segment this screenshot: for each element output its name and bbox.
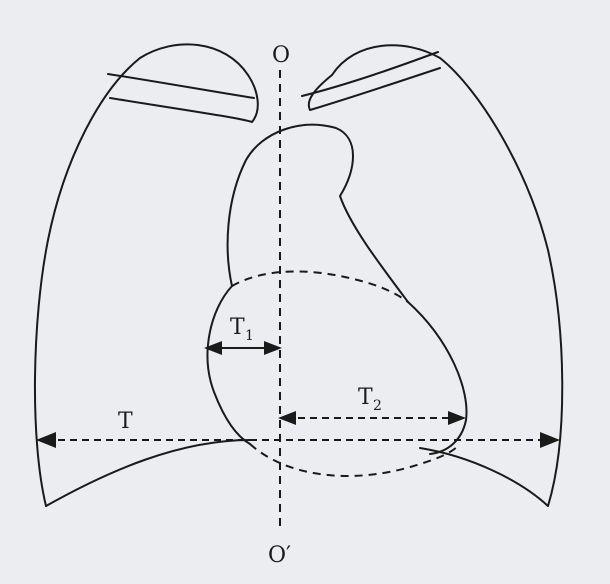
right-heart-width-label: T <box>230 315 245 340</box>
aortic-outline <box>226 123 409 303</box>
left-clavicle-line <box>107 73 255 99</box>
right-lung-base <box>419 447 549 507</box>
left-lung-outline <box>33 43 249 507</box>
bottom-axis-label: O′ <box>268 543 291 568</box>
left-heart-width-label: T <box>358 385 373 410</box>
heart-left-border <box>407 301 468 455</box>
left-lung-base <box>45 439 251 507</box>
thorax-width-label: T <box>118 409 133 434</box>
left-apex-clavicle <box>109 74 259 123</box>
thorax-width-left-arrow <box>36 432 56 448</box>
right-clavicle-line <box>301 51 439 97</box>
heart-right-border <box>206 285 251 445</box>
left-heart-width-right-arrow <box>448 411 466 425</box>
right-apex-clavicle <box>307 67 441 111</box>
right-heart-width-right-arrow <box>264 341 282 355</box>
top-axis-label: O <box>272 43 290 68</box>
left-heart-width-left-arrow <box>278 411 296 425</box>
thorax-width-right-arrow <box>540 432 560 448</box>
right-heart-width-subscript: 1 <box>245 328 254 344</box>
right-heart-width-left-arrow <box>204 341 222 355</box>
heart-upper-dashed <box>231 270 409 303</box>
left-heart-width-subscript: 2 <box>373 398 382 414</box>
right-lung-outline <box>331 44 564 507</box>
